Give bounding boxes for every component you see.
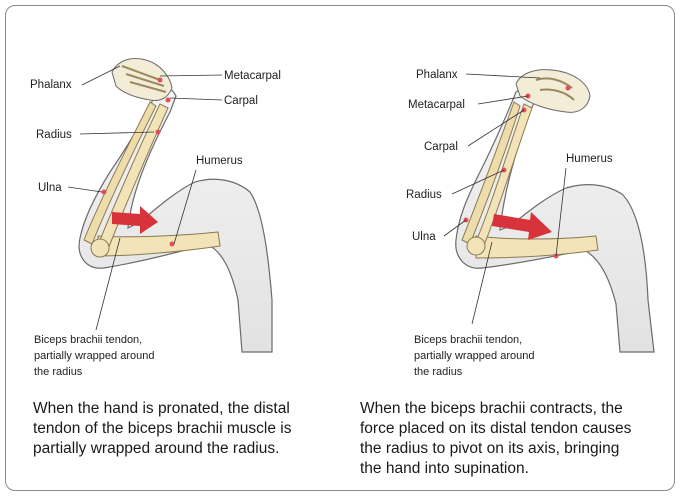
right-humerus-bone	[476, 236, 598, 258]
left-label-humerus: Humerus	[196, 155, 243, 167]
left-elbow-joint	[91, 239, 109, 257]
left-tendon-note-line1: Biceps brachii tendon,	[34, 334, 142, 346]
right-caption-line2: force placed on its distal tendon causes	[360, 419, 675, 439]
right-tendon-note-line2: partially wrapped around	[414, 350, 534, 362]
right-caption-line3: the radius to pivot on its axis, bringin…	[360, 439, 675, 459]
right-tendon-note-line3: the radius	[414, 366, 463, 378]
right-caption-line4: the hand into supination.	[360, 459, 675, 479]
left-label-carpal: Carpal	[224, 95, 258, 107]
left-caption-line3: partially wrapped around the radius.	[33, 439, 343, 459]
left-caption-line1: When the hand is pronated, the distal	[33, 399, 343, 419]
left-caption-line2: tendon of the biceps brachii muscle is	[33, 419, 343, 439]
right-caption: When the biceps brachii contracts, the f…	[360, 399, 675, 479]
right-label-ulna: Ulna	[412, 231, 436, 243]
left-label-ulna: Ulna	[38, 182, 62, 194]
right-tendon-note-line1: Biceps brachii tendon,	[414, 334, 522, 346]
right-arm-illustration	[456, 70, 654, 352]
left-tendon-note-line3: the radius	[34, 366, 83, 378]
left-label-phalanx: Phalanx	[30, 79, 72, 91]
right-label-metacarpal: Metacarpal	[408, 99, 465, 111]
right-elbow-joint	[467, 237, 485, 255]
right-label-carpal: Carpal	[424, 141, 458, 153]
left-tendon-note-line2: partially wrapped around	[34, 350, 154, 362]
left-label-metacarpal: Metacarpal	[224, 70, 281, 82]
left-label-radius: Radius	[36, 129, 72, 141]
left-caption: When the hand is pronated, the distal te…	[33, 399, 343, 459]
right-label-radius: Radius	[406, 189, 442, 201]
right-label-phalanx: Phalanx	[416, 69, 458, 81]
right-caption-line1: When the biceps brachii contracts, the	[360, 399, 675, 419]
right-label-humerus: Humerus	[566, 153, 613, 165]
